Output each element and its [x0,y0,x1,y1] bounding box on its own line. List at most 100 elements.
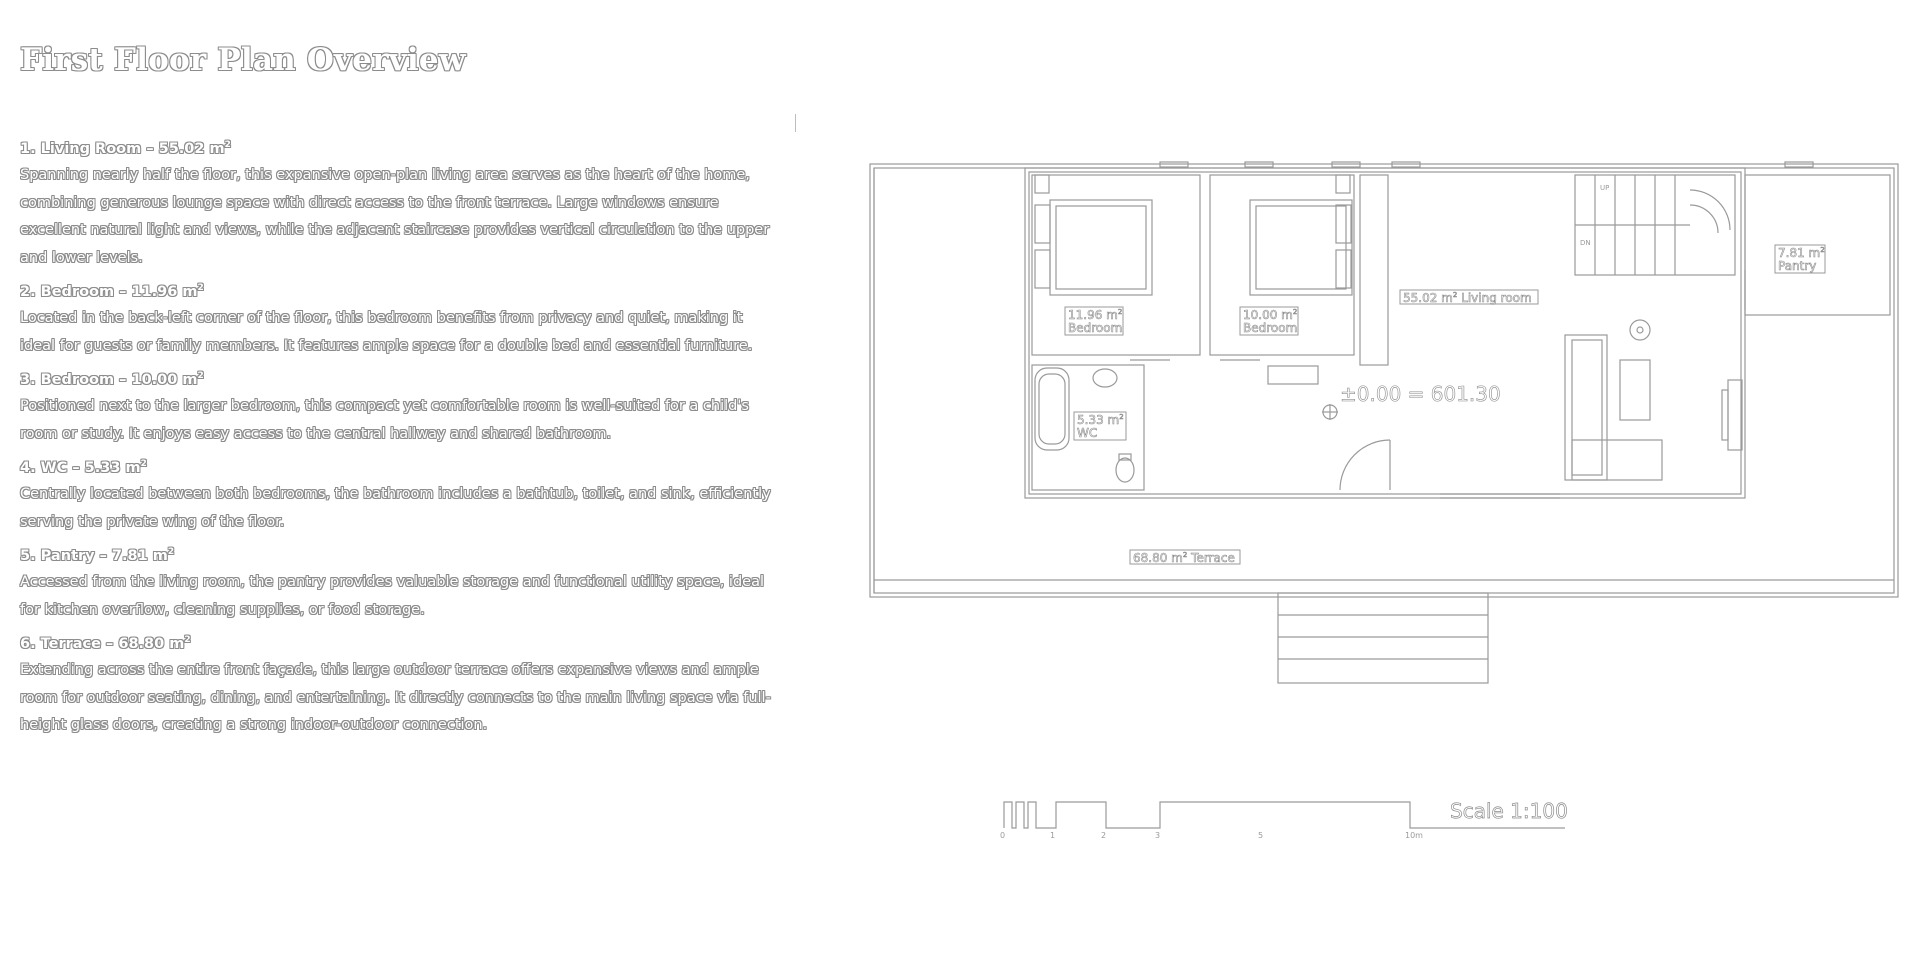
room-name: Living Room [40,141,142,157]
window [1159,161,1189,168]
room-heading: 3. Bedroom – 10.00 m2 [20,371,204,388]
room-description: Centrally located between both bedrooms,… [20,486,771,530]
window [1784,161,1814,168]
room-name: Bedroom [40,284,115,300]
floor-plan-drawing: 55.02 m2 Living room 11.96 m2 Bedroom 10… [869,161,1899,840]
room-name: Bedroom [40,372,115,388]
room-description: Located in the back-left corner of the f… [20,310,753,354]
scale-tick: 10m [1405,831,1423,840]
room-number: 6. [20,636,36,652]
pillow [1335,249,1352,289]
wc-walls [1031,364,1145,491]
room-heading: 1. Living Room – 55.02 m2 [20,140,231,157]
room-name: Pantry [40,548,95,564]
bed-1 [1049,199,1153,296]
bedroom-1-label-box [1064,306,1124,336]
window [1244,161,1274,168]
bathtub [1034,367,1070,451]
terrace-label: 68.80 m2 Terrace [1133,551,1235,565]
room-heading: 6. Terrace – 68.80 m2 [20,635,191,652]
stair-curve [1689,189,1731,231]
toilet-tank [1118,453,1132,461]
room-number: 4. [20,460,36,476]
terrace-label-box [1129,549,1241,565]
room-item: 5. Pantry – 7.81 m2 Accessed from the liv… [20,543,780,624]
interior-footprint-inner [1028,171,1742,495]
room-area-unit-sup: 2 [197,371,204,382]
elevation-label: ±0.00 = 601.30 [1340,382,1501,406]
floor-lamp-center [1636,326,1644,334]
wc-label-box [1073,411,1127,441]
nightstand [1335,174,1351,194]
scale-tick: 1 [1050,831,1055,840]
console-table [1267,365,1319,385]
room-area-unit-sup: 2 [184,635,191,646]
room-area: 55.02 m [158,141,225,157]
room-area: 68.80 m [118,636,185,652]
scale-tick: 5 [1258,831,1263,840]
stair-curve-inner [1689,204,1719,234]
floor-lamp [1629,319,1651,341]
entry-steps [1277,592,1489,684]
room-number: 2. [20,284,36,300]
bed-1-mattress [1055,205,1147,290]
fireplace [1727,379,1743,451]
scale-tick: 0 [1000,831,1005,840]
divider [795,114,796,132]
wc-name-label: WC [1077,426,1097,440]
living-room-label: 55.02 m2 Living room [1403,291,1532,305]
room-description: Spanning nearly half the floor, this exp… [20,167,770,266]
room-area-unit-sup: 2 [140,459,147,470]
bedroom-2-name-label: Bedroom [1243,321,1297,335]
room-item: 1. Living Room – 55.02 m2 Spanning nearly… [20,136,780,272]
pantry-label-box [1774,244,1826,274]
wc-area-label: 5.33 m2 [1077,413,1124,427]
bed-2-mattress [1255,205,1347,290]
bedroom-2-label-box [1239,306,1299,336]
room-area-unit-sup: 2 [167,547,175,558]
bed-2 [1249,199,1353,296]
stair-down-label: DN [1580,239,1591,247]
bathtub-inner [1038,373,1066,445]
bedroom-1-name-label: Bedroom [1068,321,1122,335]
room-description: Extending across the entire front façade… [20,662,771,733]
room-heading: 5. Pantry – 7.81 m2 [20,547,175,564]
bedroom-2-area-label: 10.00 m2 [1243,308,1297,322]
window [1331,161,1361,168]
room-area: 10.00 m [131,372,198,388]
scale-tick: 2 [1101,831,1106,840]
toilet [1115,457,1135,483]
pantry-area-label: 7.81 m2 [1778,246,1825,260]
room-number: 3. [20,372,36,388]
bedroom-1-walls [1031,174,1201,356]
room-area: 7.81 m [111,548,168,564]
room-area: 5.33 m [84,460,141,476]
room-heading: 2. Bedroom – 11.96 m2 [20,283,204,300]
room-heading: 4. WC – 5.33 m2 [20,459,147,476]
scale-bar-path [1003,801,1565,829]
pantry-walls [1744,174,1891,316]
room-item: 6. Terrace – 68.80 m2 Extending across th… [20,631,780,740]
room-area: 11.96 m [131,284,198,300]
scale-label: Scale 1:100 [1450,799,1568,823]
wardrobe [1359,174,1389,366]
room-number: 5. [20,548,36,564]
entry-door-swing [1339,439,1391,491]
room-description: Accessed from the living room, the pantr… [20,574,764,618]
room-list: 1. Living Room – 55.02 m2 Spanning nearly… [20,136,780,747]
bedroom-1-area-label: 11.96 m2 [1068,308,1122,322]
sofa-seat [1571,339,1603,476]
living-room-label-box [1399,289,1539,305]
nightstand [1034,174,1050,194]
exterior-wall-outer [869,163,1899,598]
pillow [1335,204,1352,244]
room-item: 2. Bedroom – 11.96 m2 Located in the back… [20,279,780,360]
sink [1092,368,1118,388]
window [1391,161,1421,168]
pantry-name-label: Pantry [1778,259,1816,273]
pillow [1034,204,1051,244]
sofa-back [1564,334,1608,481]
pillow [1034,249,1051,289]
room-area-unit-sup: 2 [224,140,231,151]
room-description: Positioned next to the larger bedroom, t… [20,398,749,442]
